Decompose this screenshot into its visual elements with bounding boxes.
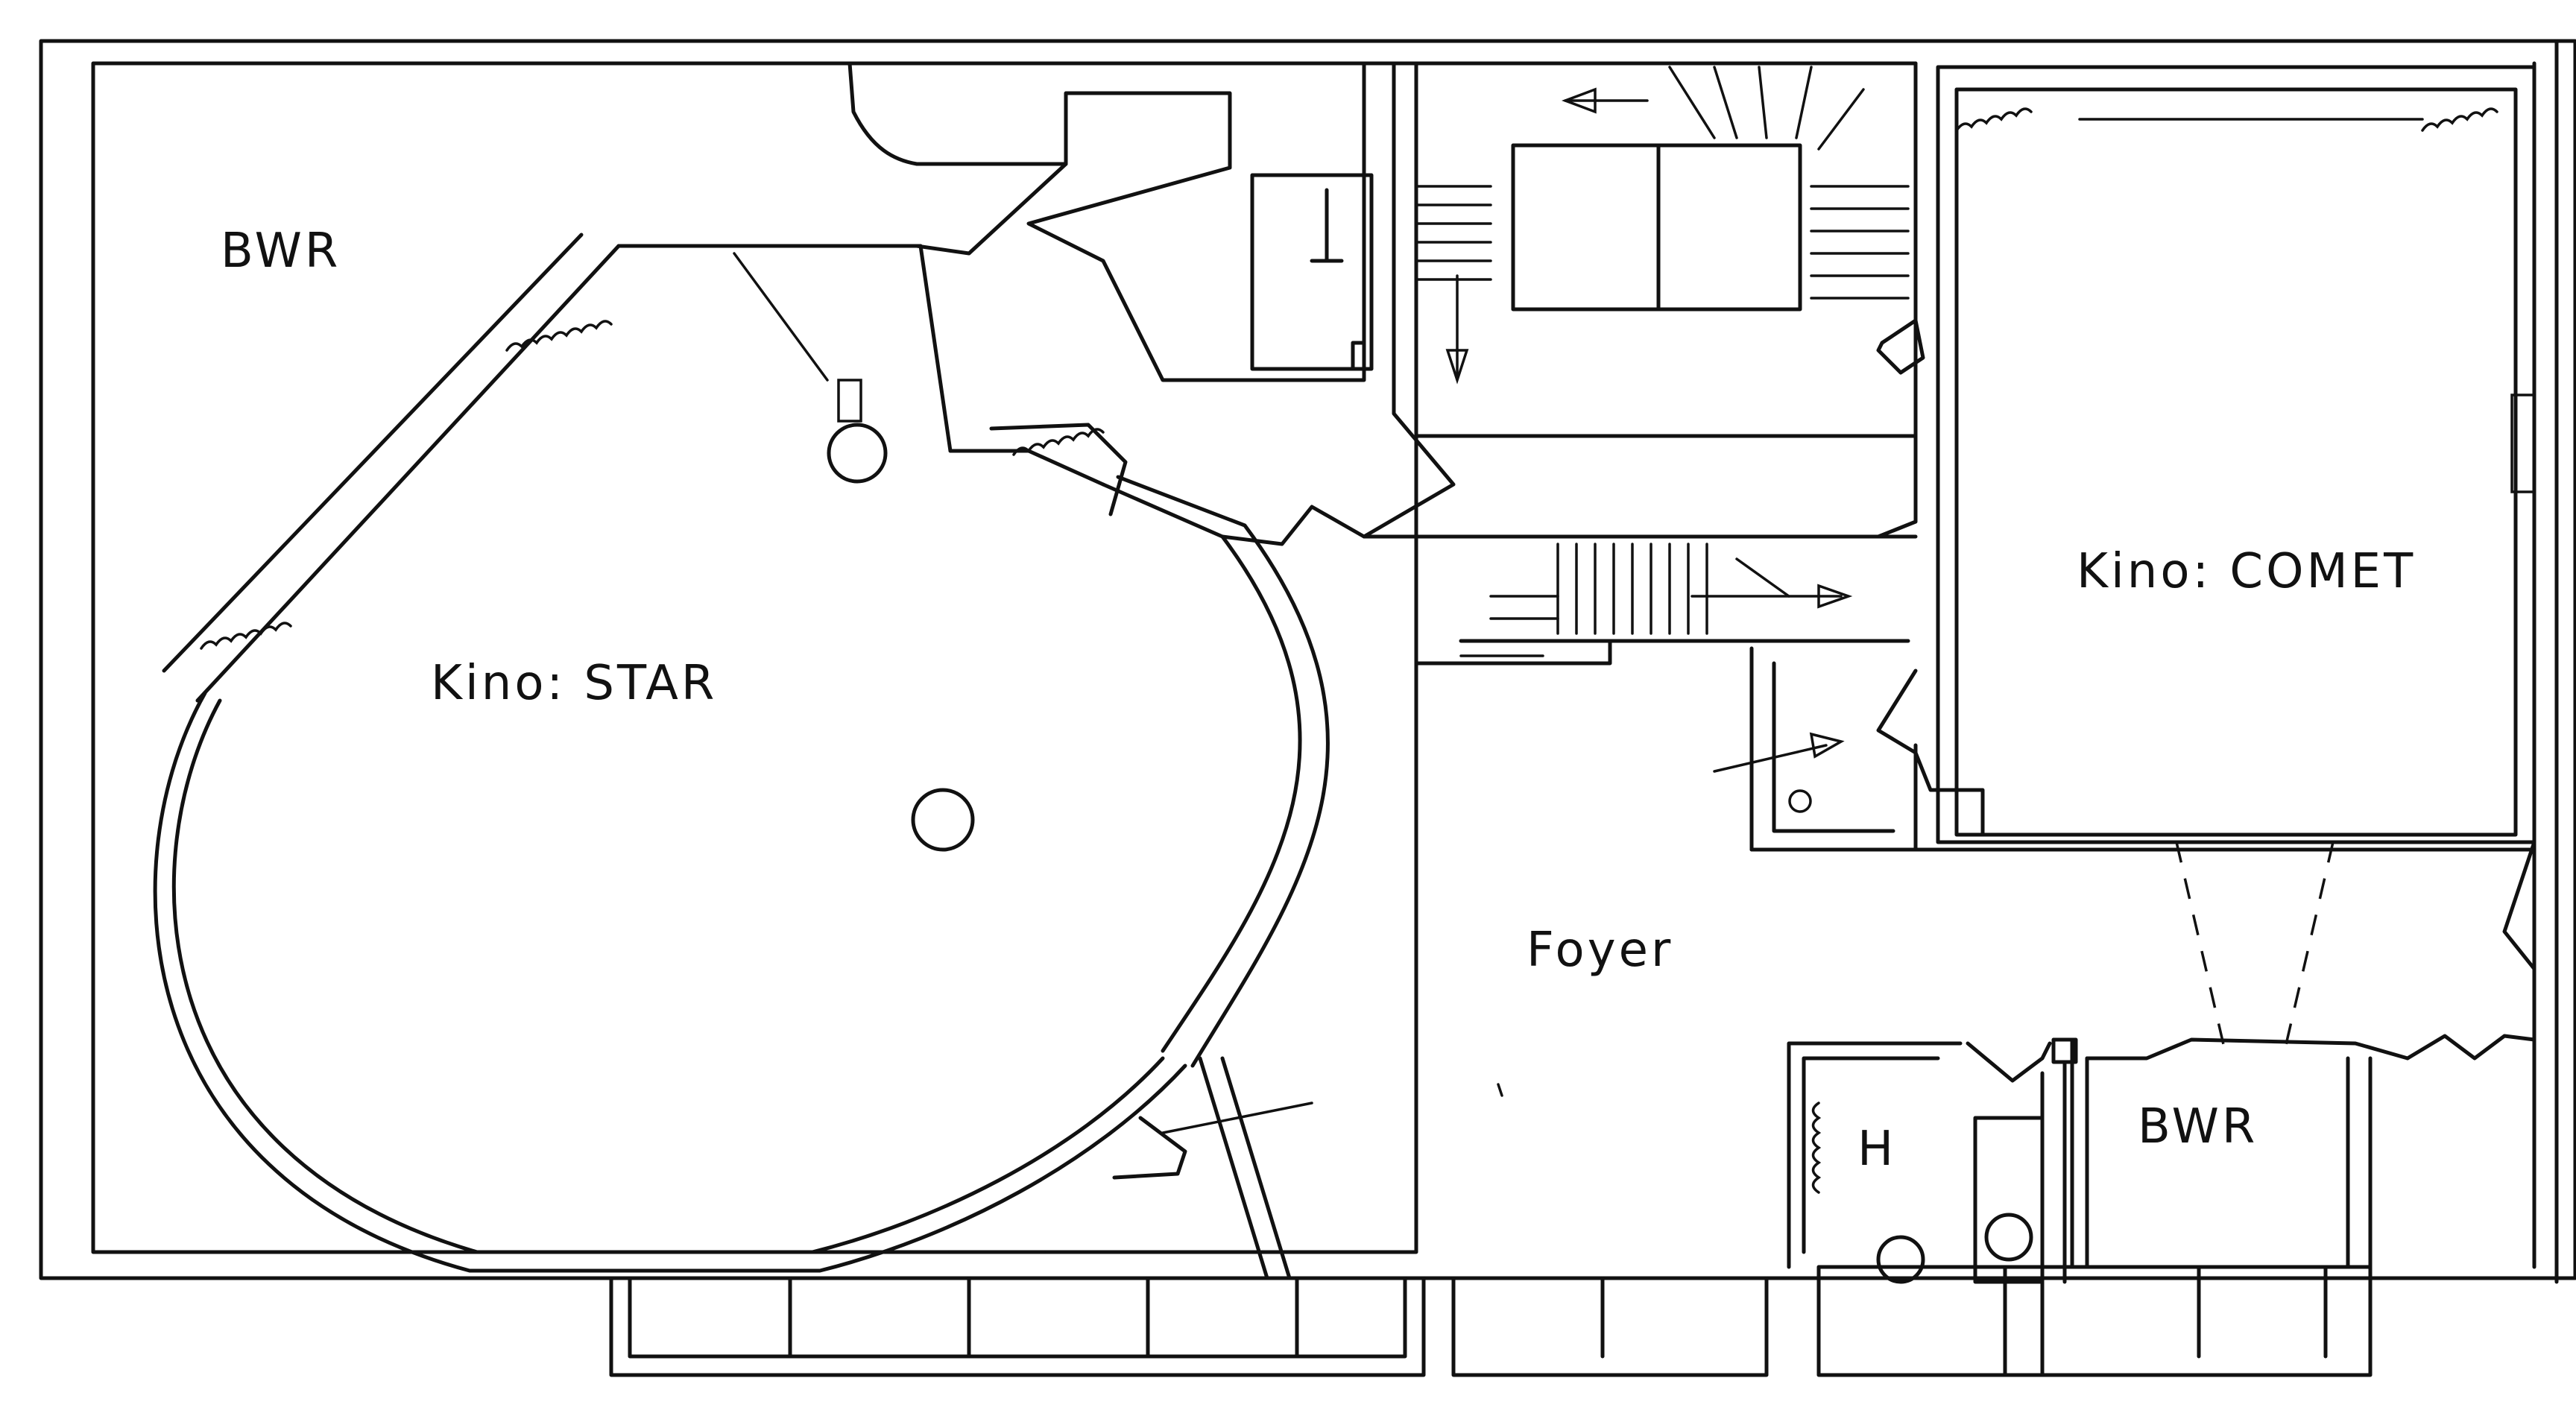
outer-walls [39, 39, 2576, 1284]
room-label-kino-star: Kino: STAR [431, 656, 718, 711]
bottom-facade [609, 1265, 2373, 1377]
room-label-h: H [1857, 1122, 1897, 1177]
upper-middle-rooms [847, 61, 1456, 546]
kino-star-hall [153, 233, 1330, 1273]
staircase-block [1362, 61, 1918, 666]
foyer-area [948, 1056, 1503, 1280]
kino-comet-hall [1876, 65, 2536, 1052]
room-label-bwr-left: BWR [221, 224, 341, 279]
side-room [1713, 646, 2536, 852]
room-label-foyer: Foyer [1527, 923, 1674, 978]
room-label-bwr-bottom: BWR [2138, 1099, 2258, 1154]
bottom-right-rooms [1787, 840, 2536, 1284]
room-label-kino-comet: Kino: COMET [2077, 544, 2416, 599]
